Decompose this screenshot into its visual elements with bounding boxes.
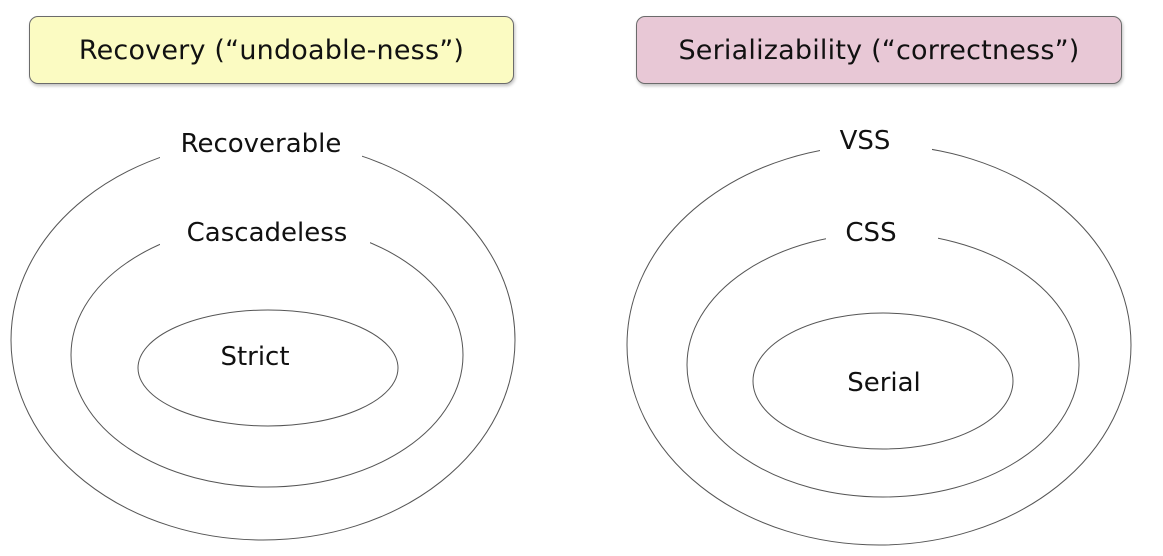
css-label: CSS bbox=[845, 218, 896, 248]
serial-ellipse bbox=[752, 312, 1014, 450]
strict-label: Strict bbox=[220, 342, 289, 372]
recoverable-label: Recoverable bbox=[181, 129, 342, 159]
serializability-title-box: Serializability (“correctness”) bbox=[636, 16, 1122, 84]
vss-label: VSS bbox=[840, 126, 891, 156]
strict-ellipse bbox=[137, 309, 399, 427]
serial-label: Serial bbox=[847, 368, 921, 398]
vss-ellipse bbox=[626, 144, 1132, 546]
recovery-title-box: Recovery (“undoable-ness”) bbox=[29, 16, 514, 84]
recovery-title: Recovery (“undoable-ness”) bbox=[78, 34, 465, 66]
serializability-title: Serializability (“correctness”) bbox=[678, 34, 1080, 66]
cascadeless-label: Cascadeless bbox=[187, 218, 348, 248]
css-ellipse bbox=[686, 232, 1080, 498]
recoverable-ellipse bbox=[10, 139, 516, 541]
